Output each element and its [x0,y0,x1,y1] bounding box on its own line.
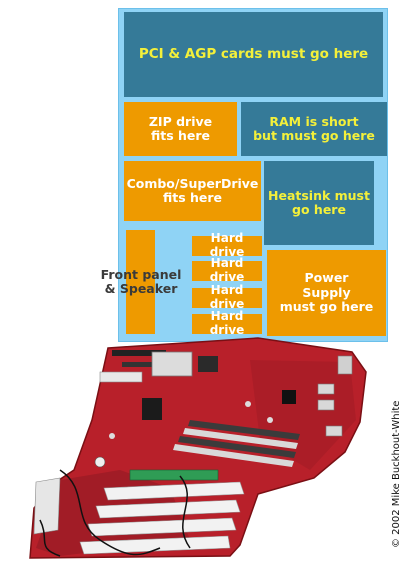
cable-trace [179,475,191,549]
layout-panel: PCI & AGP cards must go here ZIP drive f… [118,8,388,342]
pci-agp-label: PCI & AGP cards must go here [138,45,369,62]
top-connector [112,350,166,356]
cpu-chip [142,398,162,420]
front-panel-label-line1: Front panel [100,267,182,282]
hard-drive-label: Hard drive [209,283,245,311]
agp-slot [129,469,219,481]
cable-trace [59,469,161,556]
ram-slot [178,436,296,458]
power-supply-zone: Power Supply must go here [267,250,386,336]
side-port [325,425,343,437]
front-panel-label-line2: & Speaker [104,281,178,297]
hard-drive-label: Hard drive [209,256,245,284]
power-label-line1: Power [304,270,349,286]
zip-label-line2: fits here [150,128,211,143]
rear-port-block [198,356,218,372]
heatsink-label-line2: go here [292,202,346,217]
heatsink-zone: Heatsink must go here [264,161,374,245]
hard-drive-bay-2: Hard drive [192,256,262,284]
hard-drive-label: Hard drive [209,309,245,337]
hard-drive-bay-1: Hard drive [192,231,262,259]
pci-agp-zone: PCI & AGP cards must go here [124,12,383,97]
copyright-notice: © 2002 Mike Buckhout-White [391,400,400,548]
chip [282,390,296,404]
ram-slot [173,444,294,467]
pci-slot [95,499,241,519]
ram-zone: RAM is short but must go here [241,102,387,156]
heatsink-label-line1: Heatsink must [268,187,370,203]
rear-port-block [99,371,143,383]
hard-drive-label: Hard drive [209,231,245,259]
zip-label-line1: ZIP drive [148,113,213,129]
zip-drive-zone: ZIP drive fits here [124,102,237,156]
hard-drive-bay-4: Hard drive [192,309,262,337]
ram-slot [183,428,298,449]
bracket [33,477,61,535]
pci-slot [103,481,245,501]
side-port [317,399,335,411]
component [109,433,115,439]
combo-label-line1: Combo/SuperDrive [126,175,259,191]
side-port [317,383,335,395]
ram-label-line1: RAM is short [269,113,359,129]
combo-label-line2: fits here [162,190,223,205]
front-panel-label: Front panel & Speaker [100,267,182,297]
combo-superdrive-zone: Combo/SuperDrive fits here [124,161,261,221]
side-port [337,355,353,375]
hard-drive-bay-3: Hard drive [192,283,262,311]
cable-trace [39,519,61,557]
ram-label-line2: but must go here [253,128,375,143]
component [267,417,273,423]
component [94,456,106,468]
rear-port-block [151,351,193,377]
ram-slot [188,420,300,440]
top-connector [122,362,170,367]
power-label-line2: Supply [302,284,351,300]
power-label-line3: must go here [279,299,374,315]
component [245,401,251,407]
front-panel-zone [126,230,155,334]
